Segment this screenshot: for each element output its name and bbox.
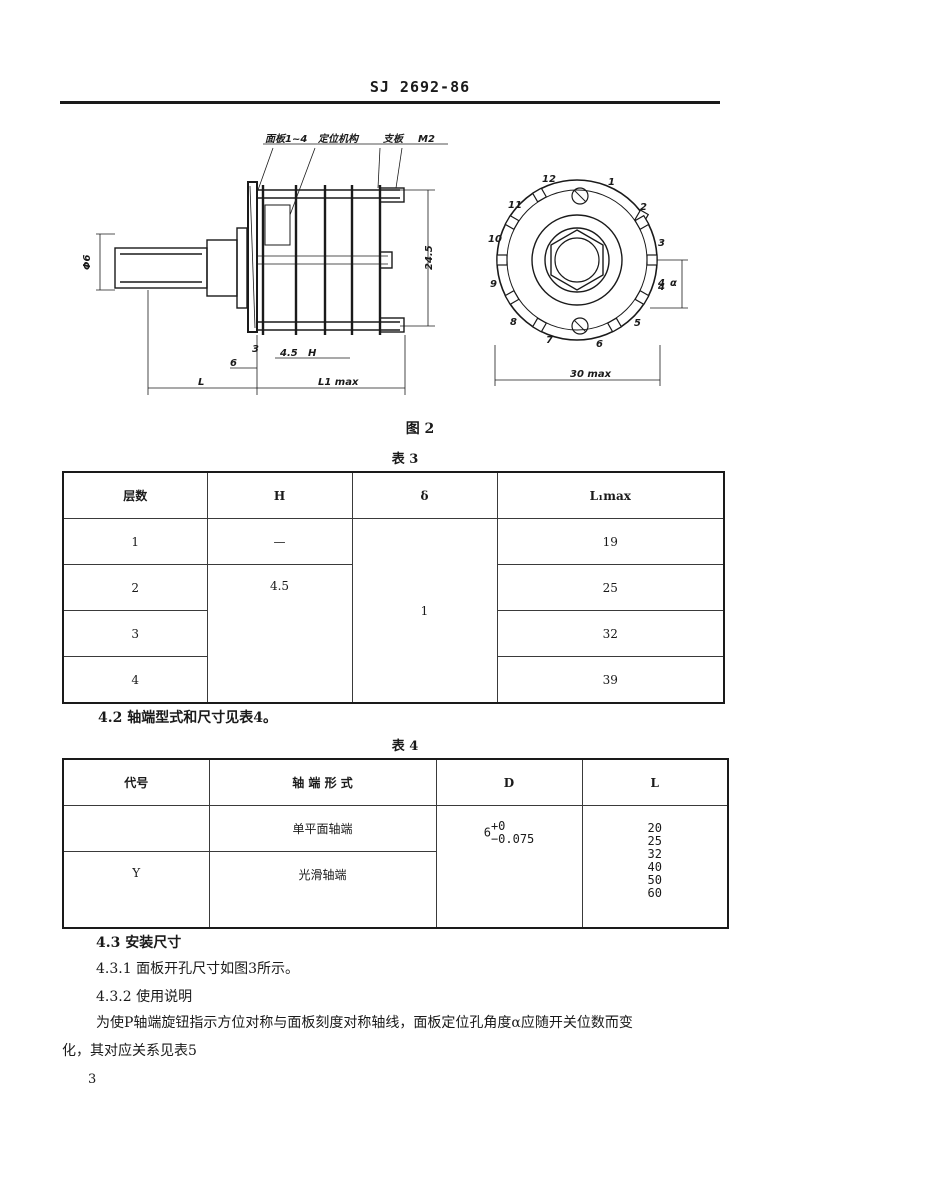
section-4-3-2: 4.3.2 使用说明 <box>96 989 193 1005</box>
label-dim-30: 30 max <box>570 369 612 380</box>
label-dim-45: 4.5 <box>279 348 298 359</box>
cell-l: 20 25 32 40 50 60 <box>581 805 729 928</box>
position-3: 3 <box>658 238 665 249</box>
label-dim-4: 4 <box>657 278 665 289</box>
bushing <box>206 239 238 297</box>
label-mechanism: 定位机构 <box>317 133 360 145</box>
section-4-3: 4.3 安装尺寸 <box>96 935 182 951</box>
position-4: 4 <box>657 282 665 293</box>
cell-layers: 2 <box>62 564 208 611</box>
position-2: 2 <box>640 202 647 213</box>
position-1: 1 <box>608 177 615 188</box>
table-row: 单平面轴端 6+0−0.075 20 25 32 40 50 60 <box>62 805 729 928</box>
para-4-3-2-line2: 化，其对应关系见表5 <box>62 1043 197 1059</box>
figure-caption: 图 2 <box>405 421 435 437</box>
position-7: 7 <box>546 335 553 346</box>
label-bracket: 支板 <box>382 133 405 145</box>
label-dim-shaft: Φ6 <box>82 254 93 270</box>
cell-layers: 1 <box>62 518 208 565</box>
position-9: 9 <box>490 279 497 290</box>
header-d: D <box>435 758 583 806</box>
cell-code <box>62 805 210 852</box>
d-tolerance: 6+0−0.075 <box>483 819 535 846</box>
header-layers: 层数 <box>62 471 208 519</box>
position-8: 8 <box>510 317 517 328</box>
table-header-row: 代号 轴 端 形 式 D L <box>62 758 729 806</box>
cell-delta: 1 <box>351 518 498 704</box>
position-5: 5 <box>634 318 641 329</box>
label-screw: M2 <box>418 134 435 145</box>
para-4-2: 4.2 轴端型式和尺寸见表4。 <box>98 710 277 726</box>
table-row: Y 光滑轴端 <box>62 851 728 928</box>
label-panel: 面板1~4 <box>265 133 307 145</box>
cell-layers: 3 <box>62 610 208 657</box>
label-dim-d: 3 <box>252 344 259 355</box>
l-values: 20 25 32 40 50 60 <box>647 821 662 900</box>
position-10: 10 <box>488 234 502 245</box>
cell-d: 6+0−0.075 <box>435 805 583 928</box>
cell-h: 4.5 <box>206 564 353 704</box>
cell-h: — <box>206 518 353 565</box>
table-row: 1 — 1 19 <box>62 518 725 704</box>
cell-code: Y <box>62 851 210 928</box>
figure-2-drawing: 面板1~4 定位机构 支板 M2 24.5 Φ6 H 4.5 6 3 L L1 … <box>82 133 688 395</box>
header-form: 轴 端 形 式 <box>208 758 437 806</box>
label-dim-h: H <box>308 348 317 359</box>
cell-form: 光滑轴端 <box>208 851 437 928</box>
position-12: 12 <box>542 174 556 185</box>
header-rule <box>60 101 720 104</box>
label-dim-l: L <box>198 377 204 388</box>
cell-form: 单平面轴端 <box>208 805 437 852</box>
table3-caption: 表 3 <box>391 452 419 467</box>
table-row: 4 39 <box>62 656 725 704</box>
label-dim-height: 24.5 <box>424 245 435 270</box>
panel-plate <box>247 181 258 333</box>
page-number: 3 <box>88 1072 97 1087</box>
table-row: 3 32 <box>62 610 725 657</box>
table-row: 2 4.5 25 <box>62 564 725 704</box>
header-h: H <box>206 471 353 519</box>
label-dim-l1: L1 max <box>318 377 359 388</box>
label-dim-alpha: α <box>670 278 677 289</box>
cell-l1: 32 <box>496 610 725 657</box>
table-4: 代号 轴 端 形 式 D L 单平面轴端 6+0−0.075 20 25 32 … <box>62 758 729 929</box>
header-l1max: L₁max <box>496 471 725 519</box>
position-6: 6 <box>596 339 603 350</box>
cell-l1: 19 <box>496 518 725 565</box>
para-4-3-2-line1: 为使P轴端旋钮指示方位对称与面板刻度对称轴线，面板定位孔角度α应随开关位数而变 <box>96 1015 633 1031</box>
cell-layers: 4 <box>62 656 208 704</box>
position-11: 11 <box>508 200 522 211</box>
table4-caption: 表 4 <box>391 739 419 754</box>
table-3: 层数 H δ L₁max 1 — 1 19 2 4.5 25 3 32 4 39 <box>62 471 725 704</box>
label-dim-6: 6 <box>230 358 237 369</box>
cell-l1: 25 <box>496 564 725 611</box>
para-4-3-1: 4.3.1 面板开孔尺寸如图3所示。 <box>96 961 299 977</box>
cell-l1: 39 <box>496 656 725 704</box>
standard-code: SJ 2692-86 <box>369 78 471 96</box>
header-code: 代号 <box>62 758 210 806</box>
header-delta: δ <box>351 471 498 519</box>
table-header-row: 层数 H δ L₁max <box>62 471 725 519</box>
header-l: L <box>581 758 729 806</box>
